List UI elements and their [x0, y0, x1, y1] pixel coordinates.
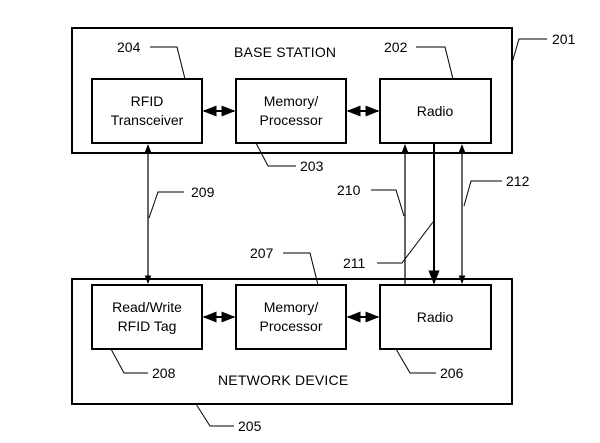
base-memory-processor-label-1: Memory/: [264, 93, 319, 109]
base-memory-processor-box: [235, 78, 347, 144]
device-memory-processor-label-2: Processor: [259, 318, 322, 334]
rfid-transceiver-label-1: RFID: [131, 93, 164, 109]
ref-201: 201: [552, 31, 576, 47]
rfid-transceiver-label-2: Transceiver: [111, 112, 184, 128]
ref-204: 204: [117, 39, 141, 55]
ref-205: 205: [238, 418, 262, 434]
device-memory-processor-label-1: Memory/: [264, 299, 319, 315]
ref-209: 209: [191, 184, 215, 200]
ref-210: 210: [337, 182, 361, 198]
leader-208: [110, 348, 148, 374]
leader-204: [150, 46, 186, 80]
base-station-box: [71, 27, 513, 154]
leader-211: [377, 221, 434, 264]
leader-207: [283, 252, 319, 286]
leader-202: [416, 46, 454, 80]
rfid-tag-label-2: RFID Tag: [118, 318, 177, 334]
rfid-tag-box: [91, 284, 203, 350]
ref-206: 206: [440, 365, 464, 381]
base-radio-box: [379, 78, 492, 144]
ref-211: 211: [343, 255, 366, 271]
base-radio-label: Radio: [417, 103, 454, 119]
base-station-title: BASE STATION: [234, 44, 336, 60]
device-memory-processor-box: [235, 284, 347, 350]
leader-201: [511, 38, 547, 64]
ref-212: 212: [506, 173, 530, 189]
ref-208: 208: [152, 365, 176, 381]
leader-210: [371, 189, 405, 217]
leader-209: [148, 191, 184, 219]
base-memory-processor-label-2: Processor: [259, 112, 322, 128]
device-radio-box: [379, 284, 492, 350]
leader-206: [395, 348, 436, 374]
network-device-box: [71, 278, 513, 405]
ref-203: 203: [300, 158, 324, 174]
leader-205: [195, 403, 234, 427]
network-device-title: NETWORK DEVICE: [218, 372, 348, 388]
ref-202: 202: [384, 39, 408, 55]
leader-212: [463, 180, 502, 207]
rfid-transceiver-box: [91, 78, 203, 144]
leader-203: [255, 142, 296, 167]
device-radio-label: Radio: [417, 309, 454, 325]
rfid-tag-label-1: Read/Write: [112, 299, 182, 315]
ref-207: 207: [250, 245, 274, 261]
